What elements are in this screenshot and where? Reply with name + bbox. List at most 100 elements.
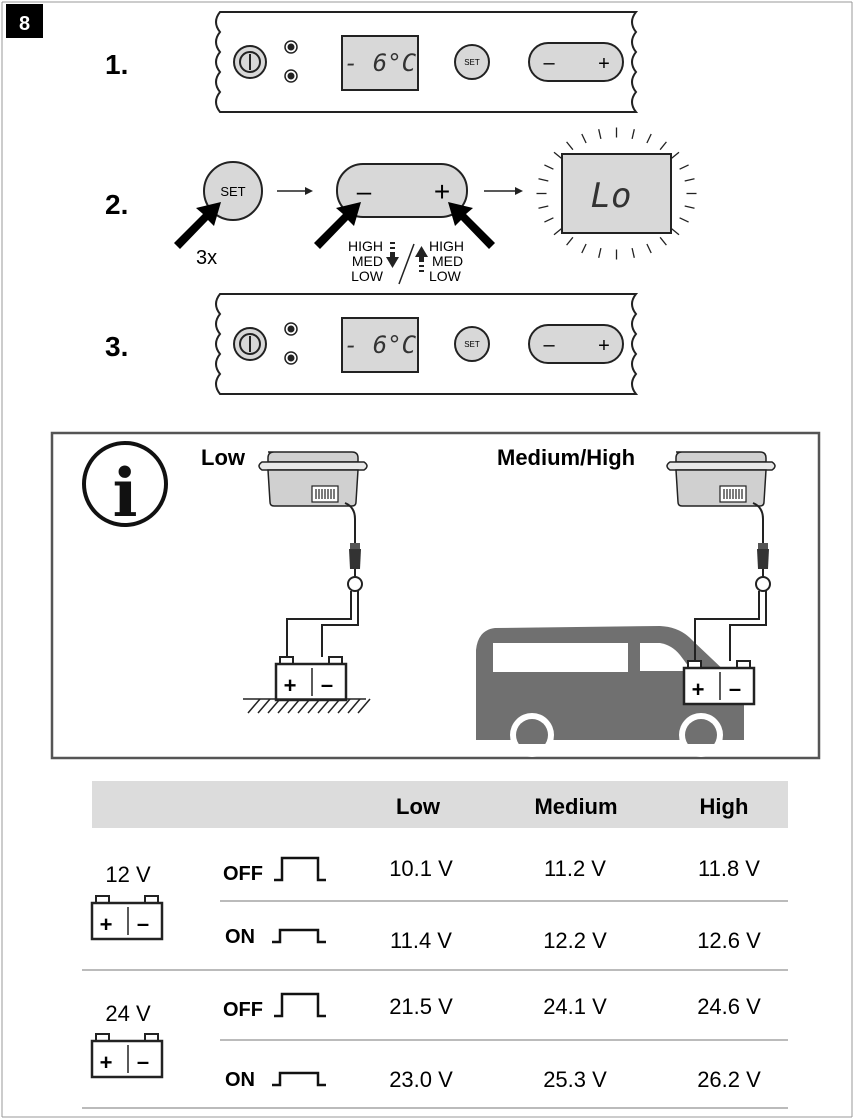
svg-text:11.2 V: 11.2 V [544,856,606,881]
press-arrow-set [174,202,221,249]
blink-ray [566,236,574,246]
svg-text:–: – [137,1049,149,1074]
blink-ray [659,236,667,246]
wiring-low [286,591,359,657]
blink-ray [684,205,695,209]
press-arrow-plus [448,202,495,249]
battery-icon-12v: + – [90,894,164,941]
blink-ray [581,243,587,254]
svg-text:–: – [729,676,741,701]
svg-text:26.2 V: 26.2 V [697,1067,761,1092]
step2-minus: – [357,176,372,206]
figure-number-box [6,4,43,38]
figure-number: 8 [19,13,30,35]
set-button-label: SET [464,58,480,67]
svg-text:11.4 V: 11.4 V [390,928,452,953]
blink-ray [544,164,554,170]
blink-ray [646,243,652,254]
header-medium: Medium [534,794,617,819]
battery-low: + – [274,655,348,702]
blink-ray [581,133,587,144]
hatch-line [267,698,281,714]
table-row: OFF 10.1 V 11.2 V 11.8 V [223,856,760,885]
svg-text:23.0 V: 23.0 V [389,1067,453,1092]
hatch-line [247,698,261,714]
signal-high-icon [274,856,326,882]
blink-ray [631,247,635,258]
svg-text:MED: MED [432,253,463,269]
voltage-24v: 24 V [105,1001,151,1026]
hatch-line [277,698,291,714]
svg-text:–: – [137,911,149,936]
blinking-display: Lo [536,127,697,260]
blink-ray [631,129,635,140]
low-label: Low [201,445,246,470]
arrow-right-1 [277,187,313,195]
press-arrow-minus [314,202,361,249]
blink-ray [679,217,689,223]
blink-ray [553,227,563,236]
svg-text:HIGH: HIGH [429,238,464,254]
coolbox-medhigh [666,451,776,507]
step2-plus-minus-button: – + [336,163,468,218]
medium-high-label: Medium/High [497,445,635,470]
table-row: ON 23.0 V 25.3 V 26.2 V [225,1067,761,1092]
step-1-number: 1. [105,49,128,80]
table-row: ON 11.4 V 12.2 V 12.6 V [225,926,761,953]
signal-high-icon [274,992,326,1018]
svg-text:LOW: LOW [429,268,462,284]
svg-text:LOW: LOW [351,268,384,284]
svg-text:+: + [284,673,297,698]
arrow-down-icon [386,242,399,268]
blink-ray [598,129,602,140]
coolbox-low [258,451,368,507]
svg-text:–: – [321,672,333,697]
hatch-line [327,698,341,714]
arrow-right-2 [484,187,523,195]
minus-label: – [543,52,555,74]
info-icon: i [82,441,168,532]
table-row: OFF 21.5 V 24.1 V 24.6 V [223,992,761,1021]
hatch-line [257,698,271,714]
arrow-up-icon [415,246,428,272]
ground-hatch [243,698,371,714]
header-low: Low [396,794,441,819]
temperature-display: - 6°C [344,49,417,77]
blink-ray [538,205,549,209]
blink-ray [566,141,574,151]
svg-text:11.8 V: 11.8 V [698,856,760,881]
hatch-line [287,698,301,714]
slash-divider [398,243,415,285]
state-off: OFF [223,863,263,885]
repeat-count: 3x [196,247,217,269]
levels-up: HIGH MED LOW [429,238,464,284]
set-button-label-3: SET [464,340,480,349]
blink-ray [679,164,689,170]
state-on: ON [225,1069,255,1091]
table-header-bg [92,781,788,828]
van-silhouette [476,626,744,757]
blink-ray [670,227,680,236]
svg-text:12.6 V: 12.6 V [697,928,761,953]
svg-text:24.1 V: 24.1 V [543,994,607,1019]
lcd-lo-text: Lo [591,176,632,216]
blink-ray [553,151,563,160]
signal-low-icon [272,928,326,944]
minus-label-3: – [543,334,555,356]
blink-ray [646,133,652,144]
svg-text:24.6 V: 24.6 V [697,994,761,1019]
plus-label-3: + [598,335,610,357]
levels-down: HIGH MED LOW [348,238,384,284]
header-high: High [700,794,749,819]
svg-text:i: i [112,454,137,532]
svg-text:10.1 V: 10.1 V [389,856,453,881]
voltage-12v: 12 V [105,862,151,887]
battery-medhigh: + – [682,659,756,706]
svg-text:12.2 V: 12.2 V [543,928,607,953]
svg-text:HIGH: HIGH [348,238,383,254]
svg-text:21.5 V: 21.5 V [389,994,453,1019]
svg-text:+: + [100,1050,113,1075]
battery-icon-24v: + – [90,1032,164,1079]
temperature-display-3: - 6°C [344,331,417,359]
